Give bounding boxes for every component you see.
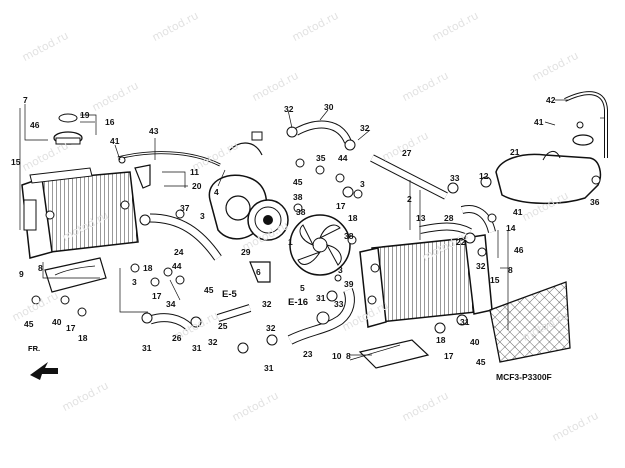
callout-17: 17 bbox=[152, 291, 162, 301]
right-radiator-grille bbox=[489, 281, 571, 363]
reserve-tank bbox=[495, 134, 602, 205]
callout-17: 17 bbox=[444, 351, 454, 361]
callout-45: 45 bbox=[293, 177, 303, 187]
callout-41: 41 bbox=[110, 136, 120, 146]
callout-5: 5 bbox=[300, 283, 305, 293]
callout-45: 45 bbox=[204, 285, 214, 295]
callout-14: 14 bbox=[506, 223, 516, 233]
callout-15: 15 bbox=[490, 275, 500, 285]
callout-38: 38 bbox=[296, 207, 306, 217]
callout-18: 18 bbox=[78, 333, 88, 343]
callout-17: 17 bbox=[336, 201, 346, 211]
callout-40: 40 bbox=[52, 317, 62, 327]
callout-31: 31 bbox=[460, 317, 470, 327]
callout-8: 8 bbox=[346, 351, 351, 361]
clamps-and-bolts bbox=[31, 121, 601, 354]
callout-9: 9 bbox=[19, 269, 24, 279]
callout-33: 33 bbox=[450, 173, 460, 183]
callout-8: 8 bbox=[508, 265, 513, 275]
thermostat-pipe bbox=[134, 164, 151, 189]
callout-28: 28 bbox=[444, 213, 454, 223]
callout-39: 39 bbox=[344, 279, 354, 289]
callout-32: 32 bbox=[476, 261, 486, 271]
callout-27: 27 bbox=[402, 148, 412, 158]
callout-26: 26 bbox=[172, 333, 182, 343]
radiator-cap bbox=[53, 113, 83, 145]
callout-3: 3 bbox=[132, 277, 137, 287]
callout-41: 41 bbox=[513, 207, 523, 217]
callout-43: 43 bbox=[149, 126, 159, 136]
callout-25: 25 bbox=[218, 321, 228, 331]
callout-24: 24 bbox=[174, 247, 184, 257]
water-joint bbox=[249, 261, 271, 283]
callout-16: 16 bbox=[105, 117, 115, 127]
front-arrow-icon bbox=[30, 362, 58, 380]
callout-e5: E-5 bbox=[222, 289, 237, 300]
callout-15: 15 bbox=[11, 157, 21, 167]
callout-18: 18 bbox=[348, 213, 358, 223]
callout-18: 18 bbox=[436, 335, 446, 345]
callout-40: 40 bbox=[470, 337, 480, 347]
callout-29: 29 bbox=[241, 247, 251, 257]
front-direction-label: FR. bbox=[28, 344, 41, 353]
callout-32: 32 bbox=[208, 337, 218, 347]
callout-13: 13 bbox=[416, 213, 426, 223]
left-radiator-grille bbox=[44, 257, 107, 293]
callout-20: 20 bbox=[192, 181, 202, 191]
callout-46: 46 bbox=[30, 120, 40, 130]
callout-31: 31 bbox=[316, 293, 326, 303]
callout-3: 3 bbox=[200, 211, 205, 221]
callout-33: 33 bbox=[334, 299, 344, 309]
fan-motor bbox=[247, 199, 289, 241]
callout-4: 4 bbox=[214, 187, 219, 197]
callout-19: 19 bbox=[80, 110, 90, 120]
callout-41: 41 bbox=[534, 117, 544, 127]
callout-42: 42 bbox=[546, 95, 556, 105]
callout-12: 12 bbox=[479, 171, 489, 181]
callout-18: 18 bbox=[143, 263, 153, 273]
callout-11: 11 bbox=[190, 167, 199, 177]
callout-7: 7 bbox=[23, 95, 28, 105]
callout-1: 1 bbox=[288, 237, 293, 247]
callout-22: 22 bbox=[456, 237, 466, 247]
callout-32: 32 bbox=[284, 104, 294, 114]
callout-45: 45 bbox=[24, 319, 34, 329]
callout-44: 44 bbox=[172, 261, 182, 271]
callout-17: 17 bbox=[66, 323, 76, 333]
callout-31: 31 bbox=[142, 343, 152, 353]
callout-23: 23 bbox=[303, 349, 313, 359]
callout-38: 38 bbox=[293, 192, 303, 202]
callout-32: 32 bbox=[266, 323, 276, 333]
callout-6: 6 bbox=[256, 267, 261, 277]
callout-44: 44 bbox=[338, 153, 348, 163]
callout-21: 21 bbox=[510, 147, 520, 157]
callout-3: 3 bbox=[338, 265, 343, 275]
callout-8: 8 bbox=[38, 263, 43, 273]
callout-31: 31 bbox=[264, 363, 274, 373]
callout-30: 30 bbox=[324, 102, 334, 112]
callout-10: 10 bbox=[332, 351, 342, 361]
right-radiator bbox=[359, 234, 493, 328]
diagram-code: MCF3-P3300F bbox=[496, 372, 552, 382]
callout-32: 32 bbox=[262, 299, 272, 309]
callout-45: 45 bbox=[476, 357, 486, 367]
callout-37: 37 bbox=[180, 203, 190, 213]
callout-36: 36 bbox=[590, 197, 600, 207]
callout-35: 35 bbox=[316, 153, 326, 163]
callout-46: 46 bbox=[514, 245, 524, 255]
left-radiator bbox=[21, 167, 139, 259]
callout-34: 34 bbox=[166, 299, 176, 309]
callout-3: 3 bbox=[360, 179, 365, 189]
leader-lines bbox=[19, 99, 605, 361]
callout-32: 32 bbox=[360, 123, 370, 133]
callout-e16: E-16 bbox=[288, 297, 309, 308]
callout-31: 31 bbox=[192, 343, 202, 353]
reserve-tank-hose bbox=[564, 91, 608, 158]
cooling-fan bbox=[289, 214, 351, 276]
callout-38: 38 bbox=[344, 231, 354, 241]
callout-2: 2 bbox=[407, 194, 412, 204]
lower-guard-plate bbox=[358, 339, 430, 369]
